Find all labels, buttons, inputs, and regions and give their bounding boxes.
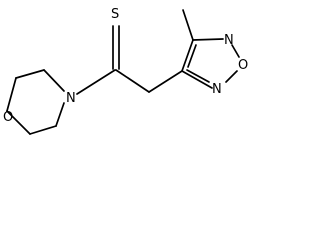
- bond-o-ring-c-lower: [6, 110, 31, 135]
- bond-ring-c-lower-right-n: [55, 102, 65, 127]
- bond-ch2-ring-c: [148, 70, 183, 93]
- bond-n-upper-o: [231, 44, 240, 58]
- bond-o-n-lower: [225, 70, 238, 83]
- bond-n-lower-c3-b: [186, 69, 210, 83]
- bond-ring-c-upper-left-o: [6, 77, 17, 112]
- furazan-nitrogen-lower-label: N: [212, 82, 222, 97]
- furazan-ring: [181, 9, 240, 89]
- bond-n-thiocarbonyl-c: [76, 69, 116, 95]
- furazan-oxygen-label: O: [238, 58, 248, 73]
- morpholine-nitrogen-label: N: [66, 91, 76, 106]
- bond-thiocarbonyl-c-ch2: [115, 69, 150, 93]
- thioamide-chain: [76, 25, 183, 95]
- thione-sulfur-label: S: [111, 7, 119, 22]
- furazan-nitrogen-upper-label: N: [224, 33, 234, 48]
- bond-c3-c4: [181, 39, 194, 72]
- chemical-structure-diagram: S N O N O N: [3, 7, 248, 135]
- bond-ring-c-upper-c-upper-left: [15, 69, 45, 79]
- bond-c4-n-upper: [192, 38, 224, 41]
- bond-n-ring-c-upper: [43, 69, 65, 92]
- morpholine-ring: [6, 69, 65, 135]
- bond-n-lower-c3-a: [181, 70, 213, 89]
- bond-ring-c-lower-c-lower-right: [29, 125, 57, 135]
- morpholine-oxygen-label: O: [3, 110, 13, 125]
- bond-c3-c4-inner: [187, 44, 197, 68]
- bond-c4-methyl: [182, 9, 194, 41]
